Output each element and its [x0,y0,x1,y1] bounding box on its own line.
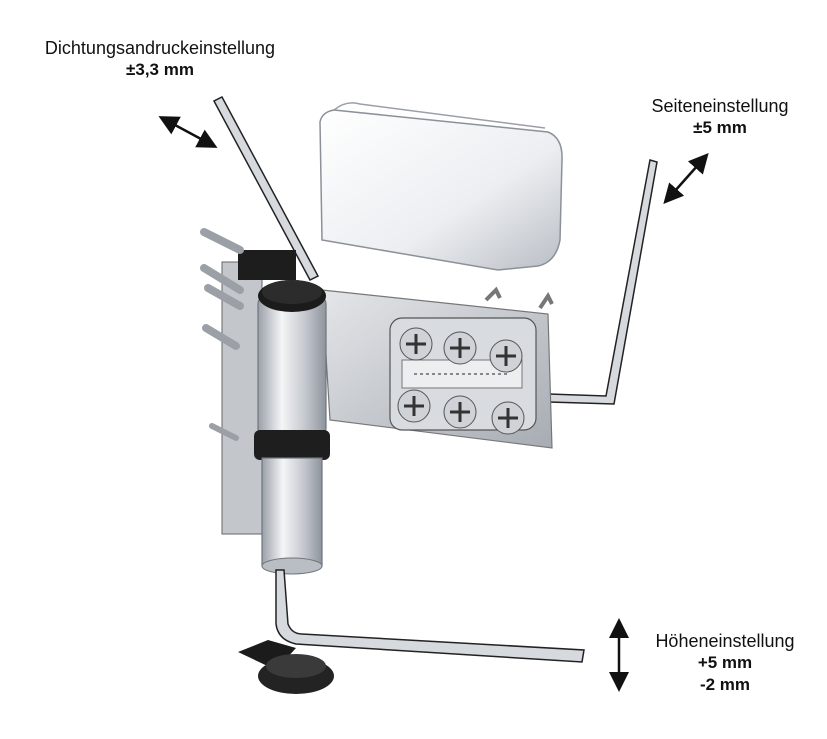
side-adjust-label: Seiteneinstellung ±5 mm [620,95,820,139]
height-adjust-label: Höheneinstellung +5 mm -2 mm [630,630,820,696]
side-adjust-value: ±5 mm [693,118,747,137]
fixing-screws-left [200,228,244,441]
seal-adjust-value: ±3,3 mm [126,60,194,79]
seal-adjust-arrow [158,116,218,148]
hinge-cover-cap [319,102,563,271]
side-adjust-arrow [663,153,709,204]
hinge-barrel [254,280,330,575]
seal-adjust-name: Dichtungsandruckeinstellung [44,38,276,58]
adjustment-screws [397,327,525,435]
bottom-cap [238,640,334,694]
seal-adjust-label: Dichtungsandruckeinstellung ±3,3 mm [10,37,310,81]
height-adjust-name: Höheneinstellung [655,631,795,651]
side-adjust-name: Seiteneinstellung [651,96,789,116]
hex-key-seal [212,96,320,281]
height-adjust-value-plus: +5 mm [697,653,753,672]
hex-key-height [275,569,585,663]
hex-key-side [548,159,658,405]
height-adjust-value-minus: -2 mm [699,675,751,694]
